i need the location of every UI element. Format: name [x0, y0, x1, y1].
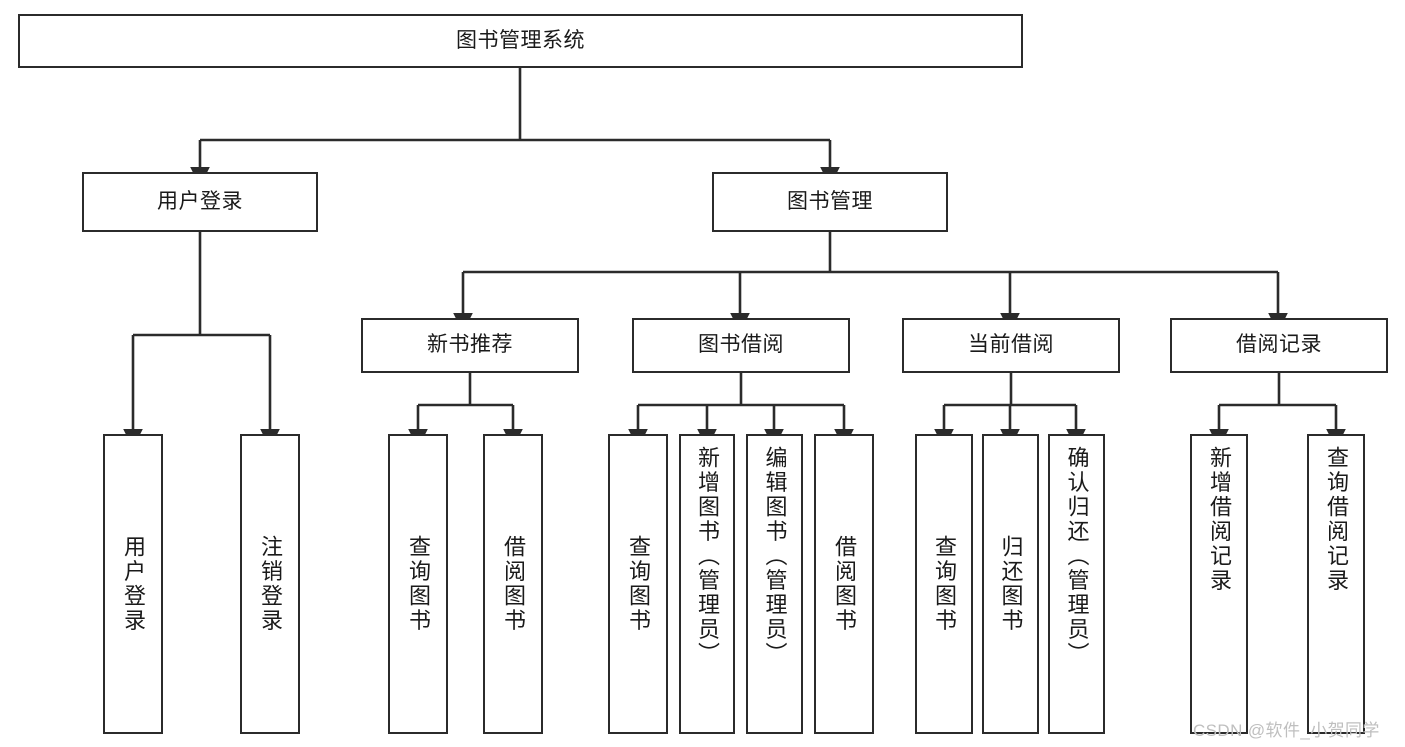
node-leaf-return-book-label: 归还图书 — [998, 535, 1024, 633]
node-leaf-edit-book-label: 编辑图书（管理员） — [762, 446, 788, 667]
node-leaf-query-book-3-label: 查询图书 — [931, 535, 957, 633]
node-leaf-borrow-book-1-label: 借阅图书 — [500, 535, 526, 633]
node-leaf-add-record-label: 新增借阅记录 — [1206, 446, 1232, 593]
node-branch-borrow-records[interactable]: 借阅记录 — [1170, 318, 1388, 373]
node-branch-book-borrow[interactable]: 图书借阅 — [632, 318, 850, 373]
node-leaf-confirm-return-label: 确认归还（管理员） — [1064, 446, 1090, 667]
node-leaf-query-book-3[interactable]: 查询图书 — [915, 434, 973, 734]
node-leaf-query-book-2[interactable]: 查询图书 — [608, 434, 668, 734]
node-leaf-query-book-1-label: 查询图书 — [405, 535, 431, 633]
node-leaf-edit-book[interactable]: 编辑图书（管理员） — [746, 434, 803, 734]
node-branch-borrow-records-label: 借阅记录 — [1236, 333, 1322, 357]
node-leaf-confirm-return[interactable]: 确认归还（管理员） — [1048, 434, 1105, 734]
node-leaf-add-record[interactable]: 新增借阅记录 — [1190, 434, 1248, 734]
node-branch-new-book-recommend[interactable]: 新书推荐 — [361, 318, 579, 373]
node-root[interactable]: 图书管理系统 — [18, 14, 1023, 68]
node-branch-new-book-recommend-label: 新书推荐 — [427, 333, 513, 357]
node-branch-book-management[interactable]: 图书管理 — [712, 172, 948, 232]
node-leaf-return-book[interactable]: 归还图书 — [982, 434, 1039, 734]
connector-lines — [123, 68, 1346, 449]
node-branch-book-borrow-label: 图书借阅 — [698, 333, 784, 357]
node-leaf-borrow-book-1[interactable]: 借阅图书 — [483, 434, 543, 734]
node-leaf-add-book[interactable]: 新增图书（管理员） — [679, 434, 735, 734]
node-leaf-borrow-book-2-label: 借阅图书 — [831, 535, 857, 633]
node-branch-book-management-label: 图书管理 — [787, 189, 873, 213]
node-branch-user-login[interactable]: 用户登录 — [82, 172, 318, 232]
node-leaf-user-login-label: 用户登录 — [120, 535, 146, 633]
node-root-label: 图书管理系统 — [456, 28, 585, 52]
node-leaf-borrow-book-2[interactable]: 借阅图书 — [814, 434, 874, 734]
node-branch-current-borrow-label: 当前借阅 — [968, 333, 1054, 357]
node-branch-user-login-label: 用户登录 — [157, 189, 243, 213]
node-leaf-query-book-2-label: 查询图书 — [625, 535, 651, 633]
node-leaf-user-login[interactable]: 用户登录 — [103, 434, 163, 734]
node-leaf-add-book-label: 新增图书（管理员） — [694, 446, 720, 667]
node-leaf-query-record-label: 查询借阅记录 — [1323, 446, 1349, 593]
node-branch-current-borrow[interactable]: 当前借阅 — [902, 318, 1120, 373]
node-leaf-user-logout[interactable]: 注销登录 — [240, 434, 300, 734]
csdn-watermark: CSDN @软件_小贺同学 — [1193, 721, 1380, 740]
node-leaf-query-record[interactable]: 查询借阅记录 — [1307, 434, 1365, 734]
node-leaf-query-book-1[interactable]: 查询图书 — [388, 434, 448, 734]
node-leaf-user-logout-label: 注销登录 — [257, 535, 283, 633]
